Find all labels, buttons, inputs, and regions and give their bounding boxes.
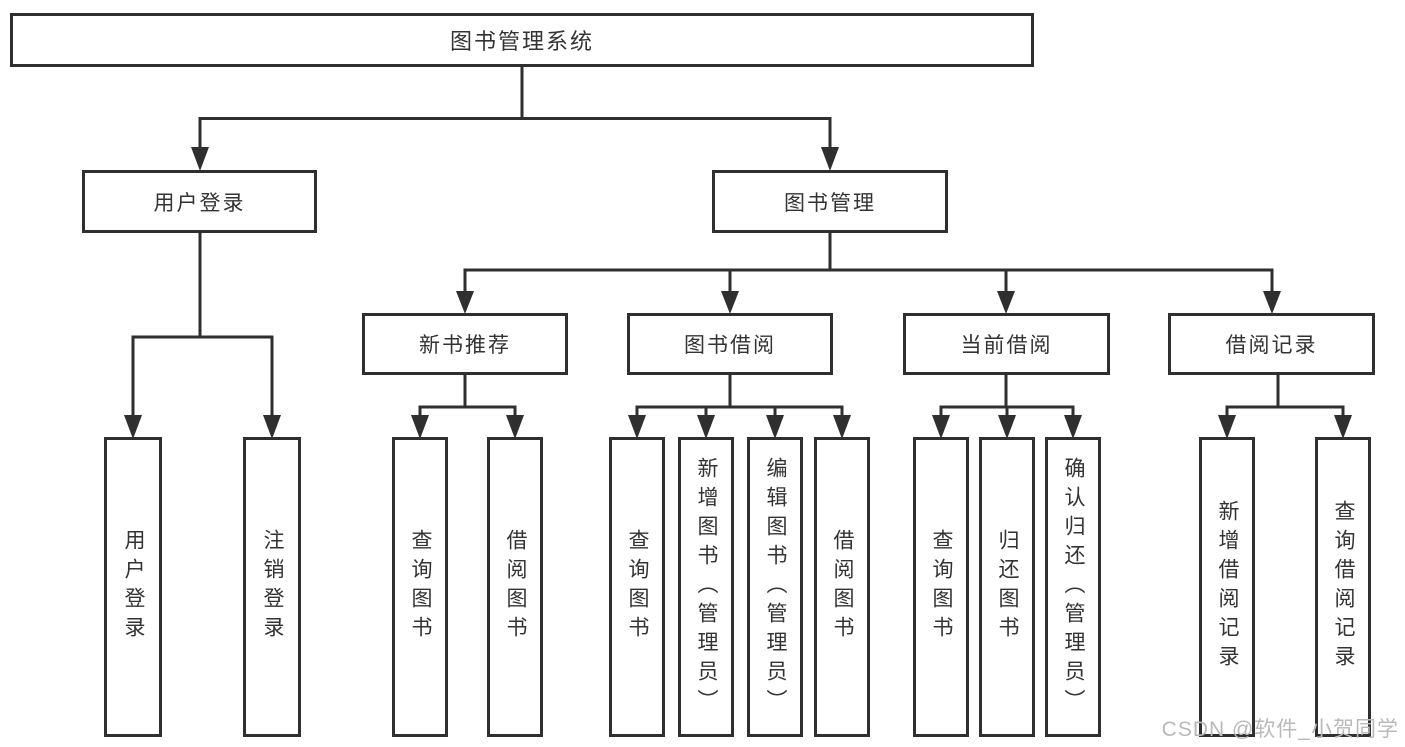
node-borrow-records: 借阅记录 xyxy=(1168,313,1375,375)
leaf-borrow-book: 借阅图书 xyxy=(814,437,870,737)
node-root: 图书管理系统 xyxy=(10,13,1034,67)
connector-bookborrow-to-leaves xyxy=(635,373,844,418)
node-user-login: 用户登录 xyxy=(82,170,317,233)
leaf-user-login: 用户登录 xyxy=(104,437,162,737)
leaf-borrow-query-label: 查询图书 xyxy=(626,529,650,645)
leaf-return-book-label: 归还图书 xyxy=(996,529,1020,645)
leaf-add-book-admin: 新增图书（管理员） xyxy=(678,437,734,737)
connector-newbook-to-leaves xyxy=(418,373,517,418)
watermark: CSDN @软件_小贺同学 xyxy=(1161,718,1399,741)
leaf-query-borrow-record: 查询借阅记录 xyxy=(1315,437,1371,737)
leaf-current-query-label: 查询图书 xyxy=(930,529,954,645)
leaf-borrow-query: 查询图书 xyxy=(609,437,665,737)
leaf-user-login-label: 用户登录 xyxy=(122,529,146,645)
connector-bookmgmt-to-level3 xyxy=(463,231,1274,293)
leaf-newbook-query: 查询图书 xyxy=(392,437,448,737)
leaf-query-borrow-record-label: 查询借阅记录 xyxy=(1332,500,1356,674)
leaf-logout-label: 注销登录 xyxy=(261,529,285,645)
leaf-newbook-borrow-label: 借阅图书 xyxy=(504,529,528,645)
leaf-add-borrow-record-label: 新增借阅记录 xyxy=(1216,500,1240,674)
connector-root-to-level2 xyxy=(198,64,832,150)
leaf-newbook-query-label: 查询图书 xyxy=(409,529,433,645)
node-book-management-label: 图书管理 xyxy=(784,191,876,215)
node-new-book-recommend: 新书推荐 xyxy=(362,313,568,375)
node-new-book-recommend-label: 新书推荐 xyxy=(419,334,511,357)
leaf-confirm-return-admin: 确认归还（管理员） xyxy=(1045,437,1101,737)
leaf-current-query: 查询图书 xyxy=(913,437,969,737)
leaf-add-book-admin-label: 新增图书（管理员） xyxy=(695,456,719,718)
node-book-borrow-label: 图书借阅 xyxy=(684,334,776,357)
node-current-borrow: 当前借阅 xyxy=(903,313,1110,375)
leaf-logout: 注销登录 xyxy=(243,437,301,737)
node-user-login-label: 用户登录 xyxy=(153,191,246,215)
leaf-edit-book-admin-label: 编辑图书（管理员） xyxy=(764,456,788,718)
connector-currentborrow-to-leaves xyxy=(939,373,1075,418)
leaf-borrow-book-label: 借阅图书 xyxy=(831,529,855,645)
leaf-add-borrow-record: 新增借阅记录 xyxy=(1199,437,1255,737)
node-book-borrow: 图书借阅 xyxy=(627,313,833,375)
leaf-confirm-return-admin-label: 确认归还（管理员） xyxy=(1062,456,1086,718)
leaf-newbook-borrow: 借阅图书 xyxy=(487,437,543,737)
node-book-management: 图书管理 xyxy=(712,170,948,233)
connector-userlogin-to-leaves xyxy=(131,231,274,418)
leaf-edit-book-admin: 编辑图书（管理员） xyxy=(747,437,803,737)
connector-records-to-leaves xyxy=(1225,373,1345,418)
leaf-return-book: 归还图书 xyxy=(979,437,1035,737)
node-current-borrow-label: 当前借阅 xyxy=(960,334,1053,357)
node-borrow-records-label: 借阅记录 xyxy=(1225,334,1318,357)
node-root-label: 图书管理系统 xyxy=(449,29,594,54)
